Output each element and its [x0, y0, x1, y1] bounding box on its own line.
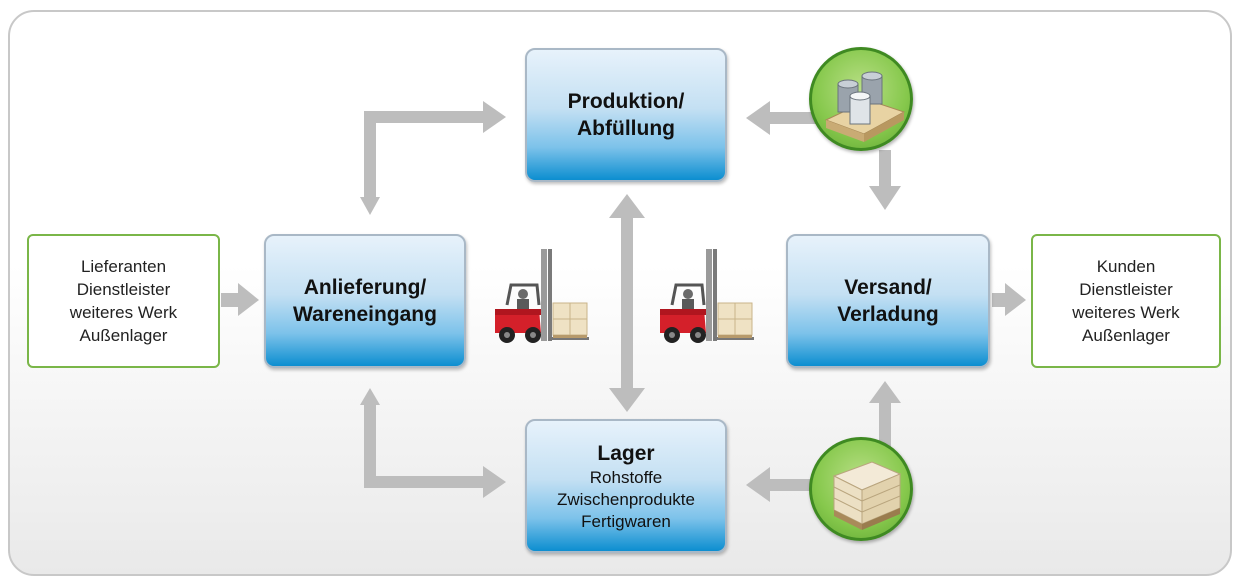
customers-line: weiteres Werk	[1072, 303, 1180, 322]
customers-line: Außenlager	[1082, 326, 1170, 345]
production-box[interactable]: Produktion/ Abfüllung	[525, 48, 727, 182]
arrow-production-storage	[609, 194, 645, 412]
boxes-pallet-icon	[809, 437, 913, 541]
arrow-barrels-production	[746, 101, 824, 135]
arrow-barrels-shipping	[869, 150, 901, 210]
arrow-boxes-shipping	[869, 381, 901, 448]
storage-item: Fertigwaren	[581, 511, 671, 531]
incoming-title-line1: Anlieferung/	[303, 276, 427, 299]
arrow-suppliers-incoming	[221, 283, 259, 316]
suppliers-line: weiteres Werk	[69, 303, 178, 322]
production-title-line1: Produktion/	[567, 90, 685, 113]
suppliers-box[interactable]: Lieferanten Dienstleister weiteres Werk …	[27, 234, 220, 368]
shipping-box[interactable]: Versand/ Verladung	[786, 234, 990, 368]
storage-item: Zwischenprodukte	[557, 489, 695, 509]
shipping-title-line2: Verladung	[837, 303, 939, 326]
incoming-box[interactable]: Anlieferung/ Wareneingang	[264, 234, 466, 368]
customers-line: Dienstleister	[1079, 280, 1173, 299]
storage-box[interactable]: Lager Rohstoffe Zwischenprodukte Fertigw…	[525, 419, 727, 553]
incoming-title-line2: Wareneingang	[293, 303, 437, 326]
suppliers-line: Dienstleister	[76, 280, 171, 299]
production-title-line2: Abfüllung	[577, 117, 675, 140]
storage-item: Rohstoffe	[589, 467, 663, 487]
arrow-incoming-storage	[360, 388, 506, 498]
shipping-title-line1: Versand/	[844, 276, 932, 299]
storage-title: Lager	[597, 441, 655, 465]
customers-box[interactable]: Kunden Dienstleister weiteres Werk Außen…	[1031, 234, 1221, 368]
suppliers-line: Lieferanten	[80, 257, 167, 276]
customers-line: Kunden	[1096, 257, 1156, 276]
arrow-incoming-production	[360, 101, 506, 215]
suppliers-line: Außenlager	[79, 326, 168, 345]
arrow-shipping-customers	[992, 283, 1026, 316]
barrels-pallet-icon	[809, 47, 913, 151]
